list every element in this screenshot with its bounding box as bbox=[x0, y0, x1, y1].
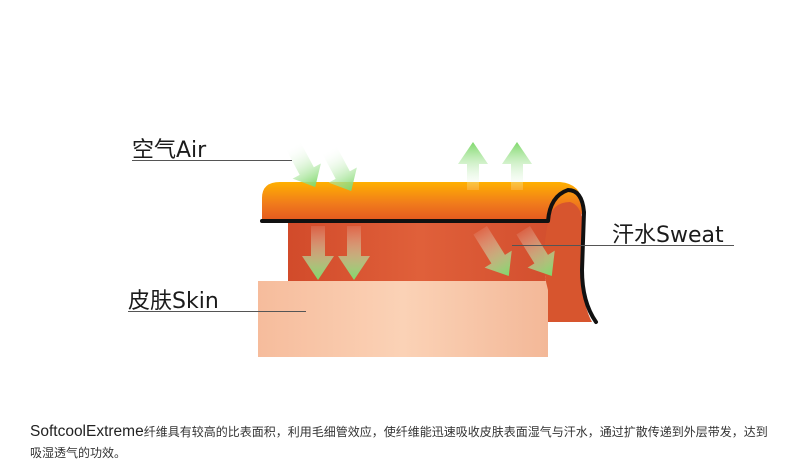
sweat-arrow-2 bbox=[516, 226, 555, 277]
air-leader-line bbox=[132, 160, 292, 161]
up-arrow-2 bbox=[502, 142, 532, 190]
air-label: 空气Air bbox=[132, 138, 207, 163]
skin-label: 皮肤Skin bbox=[128, 289, 219, 314]
brand-name: SoftcoolExtreme bbox=[30, 423, 144, 440]
down-arrow-1 bbox=[302, 226, 334, 280]
fabric-outline bbox=[260, 188, 598, 324]
fabric-outer-layer bbox=[262, 182, 582, 222]
skin-layer bbox=[258, 281, 548, 357]
caption-text: 纤维具有较高的比表面积，利用毛细管效应，使纤维能迅速吸收皮肤表面湿气与汗水，通过… bbox=[30, 425, 768, 460]
sweat-arrow-1 bbox=[473, 226, 512, 277]
air-arrow-2 bbox=[322, 146, 357, 191]
sweat-label: 汗水Sweat bbox=[612, 223, 724, 248]
fabric-fold bbox=[544, 202, 592, 322]
sweat-leader-line bbox=[512, 245, 734, 246]
skin-leader-line bbox=[128, 311, 306, 312]
up-arrow-1 bbox=[458, 142, 488, 190]
down-arrow-2 bbox=[338, 226, 370, 280]
description-caption: SoftcoolExtreme纤维具有较高的比表面积，利用毛细管效应，使纤维能迅… bbox=[30, 421, 770, 464]
air-arrow-1 bbox=[286, 142, 321, 187]
